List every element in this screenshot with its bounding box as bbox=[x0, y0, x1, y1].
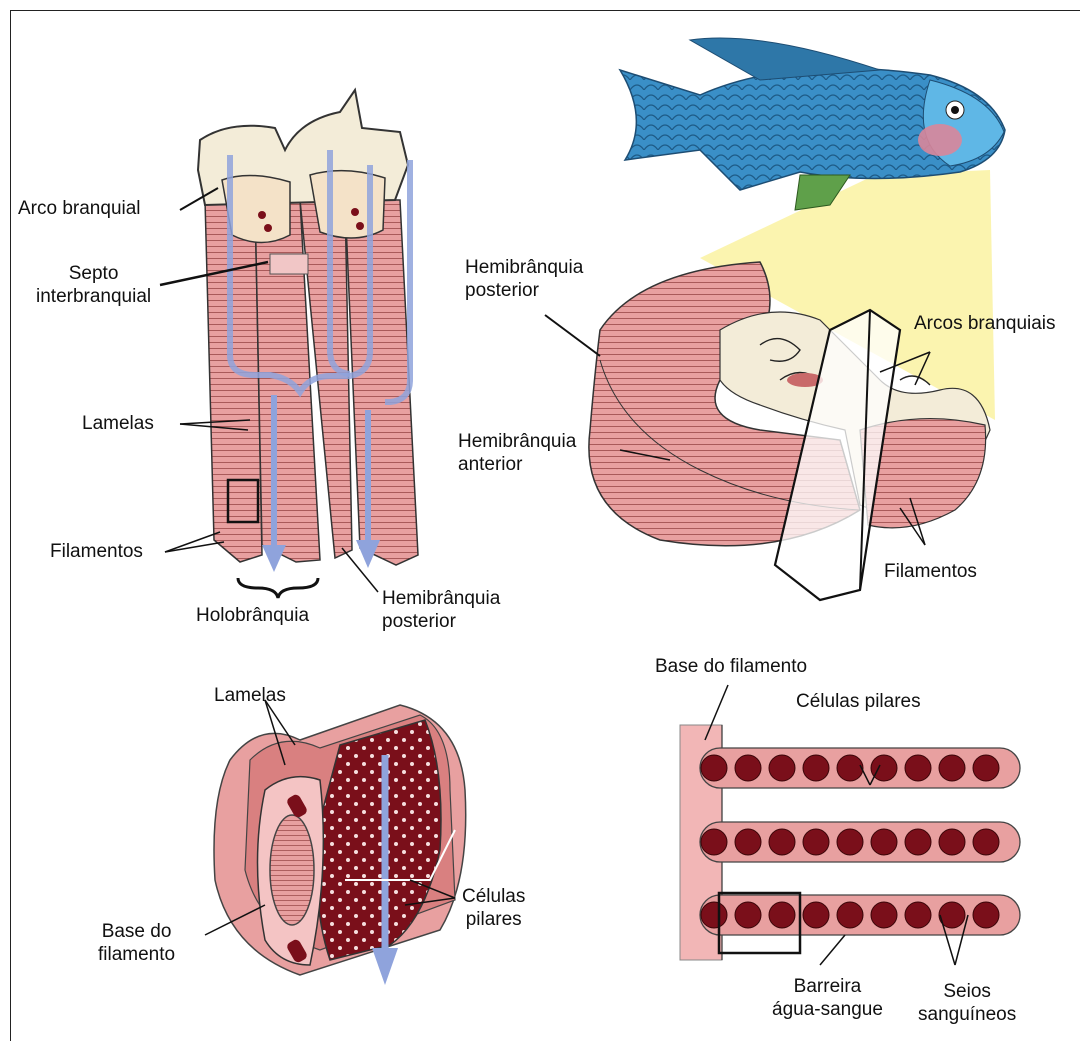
blood-sinus bbox=[973, 755, 999, 781]
label-arcos-branquiais: Arcos branquiais bbox=[914, 312, 1056, 335]
label-celulas-pilares-left: Células pilares bbox=[462, 885, 525, 931]
blood-sinus bbox=[769, 902, 795, 928]
blood-sinus bbox=[803, 755, 829, 781]
label-hemibranquia-posterior-right: Hemibrânquia posterior bbox=[465, 256, 583, 302]
blood-sinus bbox=[905, 755, 931, 781]
blood-sinus bbox=[871, 829, 897, 855]
label-celulas-pilares-right: Células pilares bbox=[796, 690, 921, 713]
label-hemibranquia-posterior-bottom: Hemibrânquia posterior bbox=[382, 587, 500, 633]
label-lamelas-top: Lamelas bbox=[82, 412, 154, 435]
blood-sinus bbox=[735, 902, 761, 928]
blood-sinus bbox=[905, 829, 931, 855]
blood-sinus bbox=[701, 902, 727, 928]
label-arco-branquial: Arco branquial bbox=[18, 197, 141, 220]
label-septo-interbranquial: Septo interbranquial bbox=[36, 262, 151, 308]
blood-sinus bbox=[769, 829, 795, 855]
blood-sinus bbox=[803, 829, 829, 855]
blood-sinus bbox=[837, 755, 863, 781]
blood-sinus bbox=[701, 755, 727, 781]
label-filamentos-left: Filamentos bbox=[50, 540, 143, 563]
label-base-do-filamento-left: Base do filamento bbox=[98, 920, 175, 966]
blood-sinus bbox=[871, 902, 897, 928]
blood-sinus bbox=[735, 755, 761, 781]
blood-sinus bbox=[905, 902, 931, 928]
blood-sinus bbox=[735, 829, 761, 855]
label-base-do-filamento-right: Base do filamento bbox=[655, 655, 807, 678]
label-hemibranquia-anterior: Hemibrânquia anterior bbox=[458, 430, 576, 476]
blood-sinus bbox=[973, 829, 999, 855]
blood-sinus bbox=[837, 829, 863, 855]
label-holobranquia: Holobrânquia bbox=[196, 604, 309, 627]
blood-sinus bbox=[701, 829, 727, 855]
blood-sinus bbox=[973, 902, 999, 928]
blood-sinus bbox=[803, 902, 829, 928]
blood-sinus bbox=[939, 829, 965, 855]
blood-sinus bbox=[837, 902, 863, 928]
blood-sinus bbox=[769, 755, 795, 781]
label-filamentos-right: Filamentos bbox=[884, 560, 977, 583]
label-seios-sanguineos: Seios sanguíneos bbox=[918, 980, 1016, 1026]
blood-sinus bbox=[939, 755, 965, 781]
blood-sinus bbox=[871, 755, 897, 781]
label-lamelas-bottom: Lamelas bbox=[214, 684, 286, 707]
lamellae-section-drawing bbox=[205, 700, 466, 985]
label-barreira-agua-sangue: Barreira água-sangue bbox=[772, 975, 883, 1021]
filament-base-drawing bbox=[680, 685, 1020, 965]
holobranch-drawing bbox=[160, 90, 418, 598]
